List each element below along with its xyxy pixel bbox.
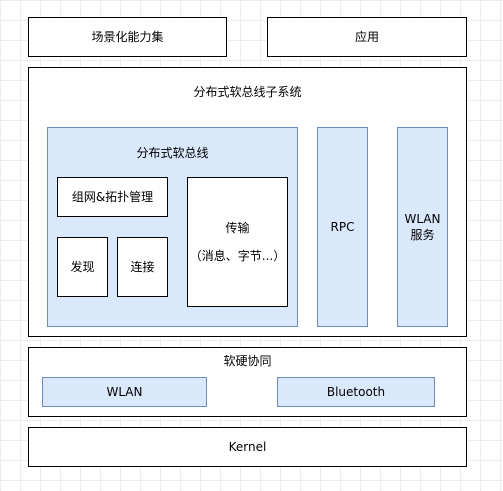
discovery-box: 发现 [57,237,108,297]
connection-label: 连接 [130,260,155,274]
networking-topology-label: 组网&拓扑管理 [71,190,154,204]
connection-box: 连接 [117,237,168,297]
networking-topology-box: 组网&拓扑管理 [57,177,168,217]
wlan-label: WLAN [106,385,143,399]
softbus-title: 分布式软总线 [136,146,209,160]
wlan-service-label-line1: WLAN [404,212,441,226]
kernel-label: Kernel [228,440,267,454]
wlan-service-label-line2: 服务 [410,228,435,242]
wlan-service-module: WLAN 服务 [397,127,448,327]
kernel-box: Kernel [28,427,467,467]
wlan-module: WLAN [42,377,207,407]
subsystem-title: 分布式软总线子系统 [193,85,302,99]
scene-capability-box: 场景化能力集 [28,17,227,57]
application-box: 应用 [267,17,467,57]
rpc-module: RPC [317,127,368,327]
transmission-box: 传输 （消息、字节...） [187,177,288,307]
hardware-coordination-title: 软硬协同 [223,354,272,368]
discovery-label: 发现 [70,260,95,274]
application-label: 应用 [354,30,379,44]
transmission-detail: （消息、字节...） [189,249,286,263]
transmission-title: 传输 [225,221,250,235]
bluetooth-module: Bluetooth [277,377,435,407]
bluetooth-label: Bluetooth [326,385,386,399]
scene-capability-label: 场景化能力集 [91,30,164,44]
rpc-label: RPC [330,220,355,234]
